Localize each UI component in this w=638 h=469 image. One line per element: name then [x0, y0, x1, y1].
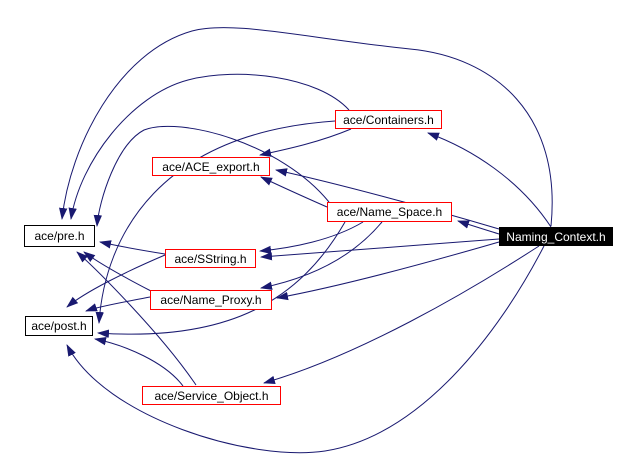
edge-naming_context-to-ace_export: [275, 168, 500, 230]
edge-naming_context-to-service_object: [263, 245, 540, 384]
node-service_object[interactable]: ace/Service_Object.h: [142, 386, 281, 405]
edge-name_proxy-to-post: [85, 296, 151, 312]
edge-containers-to-pre: [68, 73, 350, 220]
node-post[interactable]: ace/post.h: [25, 316, 93, 336]
edge-naming_context-to-post: [66, 245, 545, 454]
edge-naming_context-to-pre: [59, 27, 553, 227]
node-naming_context[interactable]: Naming_Context.h: [499, 227, 613, 246]
edge-naming_context-to-sstring: [260, 238, 500, 261]
edge-name_space-to-ace_export: [260, 176, 328, 208]
edge-sstring-to-pre: [99, 240, 166, 255]
edge-naming_context-to-name_proxy: [276, 241, 500, 301]
edge-name_space-to-sstring: [259, 221, 364, 255]
node-containers[interactable]: ace/Containers.h: [335, 110, 442, 129]
node-ace_export[interactable]: ace/ACE_export.h: [152, 157, 270, 176]
node-name_space[interactable]: ace/Name_Space.h: [327, 202, 452, 222]
edge-service_object-to-post: [94, 337, 184, 387]
node-name_proxy[interactable]: ace/Name_Proxy.h: [150, 290, 272, 310]
edge-name_space-to-post: [97, 221, 346, 338]
edge-containers-to-post: [95, 120, 336, 324]
edge-sstring-to-post: [66, 254, 166, 308]
node-pre[interactable]: ace/pre.h: [24, 225, 95, 247]
edge-naming_context-to-containers: [427, 132, 552, 228]
edge-containers-to-ace_export: [259, 128, 352, 157]
edge-service_object-to-pre: [76, 251, 197, 386]
edge-naming_context-to-name_space: [457, 220, 500, 235]
edge-name_space-to-name_proxy: [260, 221, 383, 290]
node-sstring[interactable]: ace/SString.h: [165, 249, 256, 268]
edge-name_proxy-to-pre: [83, 251, 152, 292]
edge-name_space-to-pre: [93, 125, 330, 227]
